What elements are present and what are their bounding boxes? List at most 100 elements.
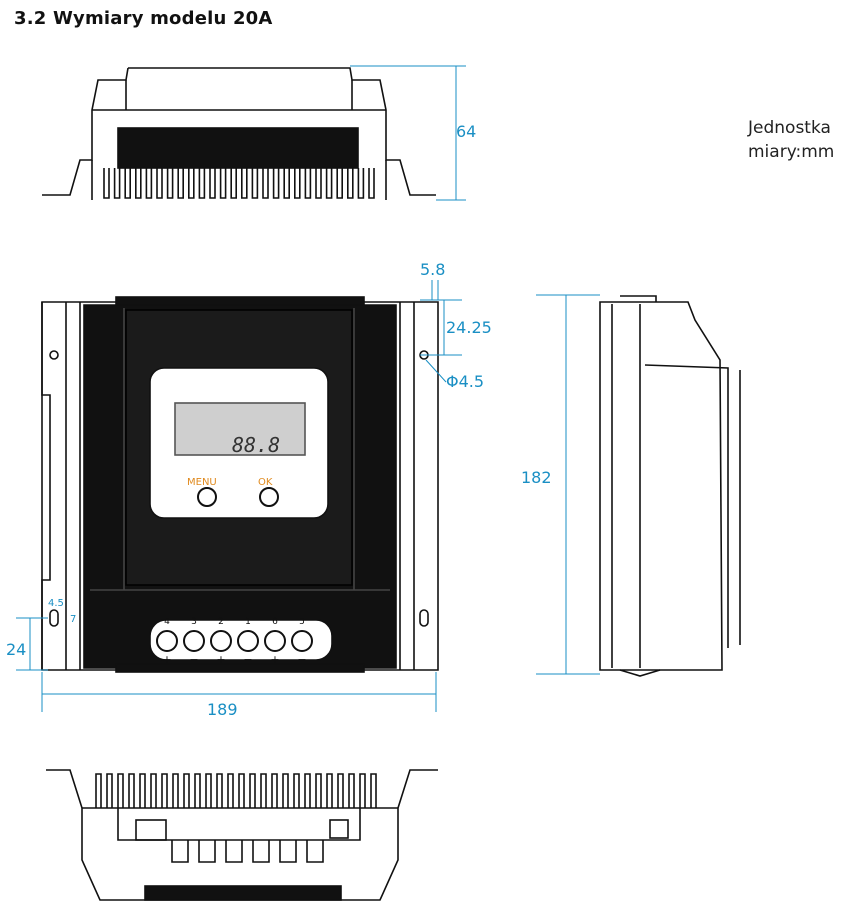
bottom-view bbox=[46, 769, 438, 901]
terminal-port bbox=[306, 840, 324, 863]
fin bbox=[106, 773, 113, 808]
dimension-lines bbox=[16, 65, 600, 712]
unit-note: Jednostka miary:mm bbox=[748, 116, 834, 164]
fin bbox=[249, 773, 256, 808]
terminal-polarity: − bbox=[243, 653, 252, 666]
fin bbox=[230, 168, 237, 199]
fin bbox=[315, 168, 322, 199]
fin bbox=[145, 168, 153, 199]
dimension-height-top: 64 bbox=[456, 122, 477, 141]
fin bbox=[325, 168, 333, 199]
fin bbox=[337, 773, 344, 808]
fin bbox=[161, 773, 168, 808]
terminal-polarity: − bbox=[189, 653, 198, 666]
fin bbox=[209, 168, 216, 199]
terminal-number: 4 bbox=[164, 617, 170, 627]
fin bbox=[135, 168, 142, 199]
fin bbox=[238, 773, 245, 808]
terminal-screw bbox=[183, 630, 205, 652]
fin bbox=[205, 773, 212, 808]
terminal-screw bbox=[291, 630, 313, 652]
menu-button-label: MENU bbox=[187, 477, 217, 488]
fin bbox=[304, 168, 312, 199]
top-view bbox=[42, 67, 436, 200]
unit-note-line-1: Jednostka bbox=[748, 118, 831, 138]
fin bbox=[216, 773, 223, 808]
fin bbox=[282, 773, 289, 808]
fin bbox=[177, 168, 184, 199]
fin bbox=[124, 168, 131, 199]
fin bbox=[156, 168, 163, 199]
dimension-width: 189 bbox=[207, 700, 238, 719]
fin bbox=[113, 168, 121, 199]
fin bbox=[117, 773, 124, 808]
lcd-digits: 88.8 bbox=[232, 433, 281, 457]
fin bbox=[188, 168, 195, 199]
ok-button-label: OK bbox=[258, 477, 273, 488]
dimension-hole-offset-x: 5.8 bbox=[420, 260, 446, 279]
fin bbox=[370, 773, 377, 808]
fin bbox=[95, 773, 102, 808]
fin bbox=[368, 168, 375, 199]
dimension-hole-offset-y: 24.25 bbox=[446, 318, 492, 337]
fin bbox=[150, 773, 157, 808]
unit-note-line-2: miary:mm bbox=[748, 142, 835, 162]
terminal-port bbox=[252, 840, 270, 863]
fin bbox=[271, 773, 278, 808]
fin bbox=[315, 773, 322, 808]
terminal-port bbox=[225, 840, 243, 863]
top-fins bbox=[103, 168, 375, 199]
fin bbox=[262, 168, 269, 199]
dimension-slot-height: 7 bbox=[70, 614, 77, 625]
fin bbox=[194, 773, 201, 808]
fin bbox=[166, 168, 174, 199]
fin bbox=[272, 168, 280, 199]
fin bbox=[347, 168, 354, 199]
fin bbox=[241, 168, 248, 199]
fin bbox=[183, 773, 190, 808]
terminal-screw bbox=[156, 630, 178, 652]
terminal-number: 1 bbox=[245, 617, 251, 627]
terminal-screw bbox=[237, 630, 259, 652]
fin bbox=[227, 773, 234, 808]
terminal-polarity: − bbox=[297, 653, 306, 666]
fin bbox=[103, 168, 110, 199]
terminal-screw bbox=[210, 630, 232, 652]
fin bbox=[219, 168, 227, 199]
fin bbox=[359, 773, 366, 808]
fin bbox=[139, 773, 146, 808]
terminal-polarity: + bbox=[270, 653, 279, 666]
fin bbox=[251, 168, 259, 199]
side-view bbox=[599, 295, 741, 677]
fin bbox=[283, 168, 290, 199]
terminal-number: 2 bbox=[218, 617, 224, 627]
terminal-port bbox=[279, 840, 297, 863]
fin bbox=[128, 773, 135, 808]
fin bbox=[336, 168, 343, 199]
terminal-polarity: + bbox=[162, 653, 171, 666]
bottom-fins bbox=[95, 773, 377, 808]
section-heading: 3.2 Wymiary modelu 20A bbox=[14, 8, 273, 29]
terminal-number: 6 bbox=[272, 617, 278, 627]
terminal-block: 4 +3 − 2 +1 − 6 +5 − bbox=[156, 617, 313, 666]
fin bbox=[326, 773, 333, 808]
fin bbox=[357, 168, 365, 199]
bottom-terminal-ports bbox=[171, 840, 324, 863]
dimension-hole-diameter: Φ4.5 bbox=[446, 372, 485, 391]
front-view: 4 +3 − 2 +1 − 6 +5 − bbox=[41, 296, 439, 673]
terminal-polarity: + bbox=[216, 653, 225, 666]
fin bbox=[304, 773, 311, 808]
terminal-screw bbox=[264, 630, 286, 652]
fin bbox=[294, 168, 301, 199]
terminal-port bbox=[198, 840, 216, 863]
dimension-bottom-offset: 24 bbox=[6, 640, 27, 659]
fin bbox=[348, 773, 355, 808]
fin bbox=[293, 773, 300, 808]
fin bbox=[260, 773, 267, 808]
fin bbox=[172, 773, 179, 808]
fin bbox=[198, 168, 206, 199]
terminal-port bbox=[171, 840, 189, 863]
terminal-number: 3 bbox=[191, 617, 197, 627]
terminal-number: 5 bbox=[299, 617, 305, 627]
